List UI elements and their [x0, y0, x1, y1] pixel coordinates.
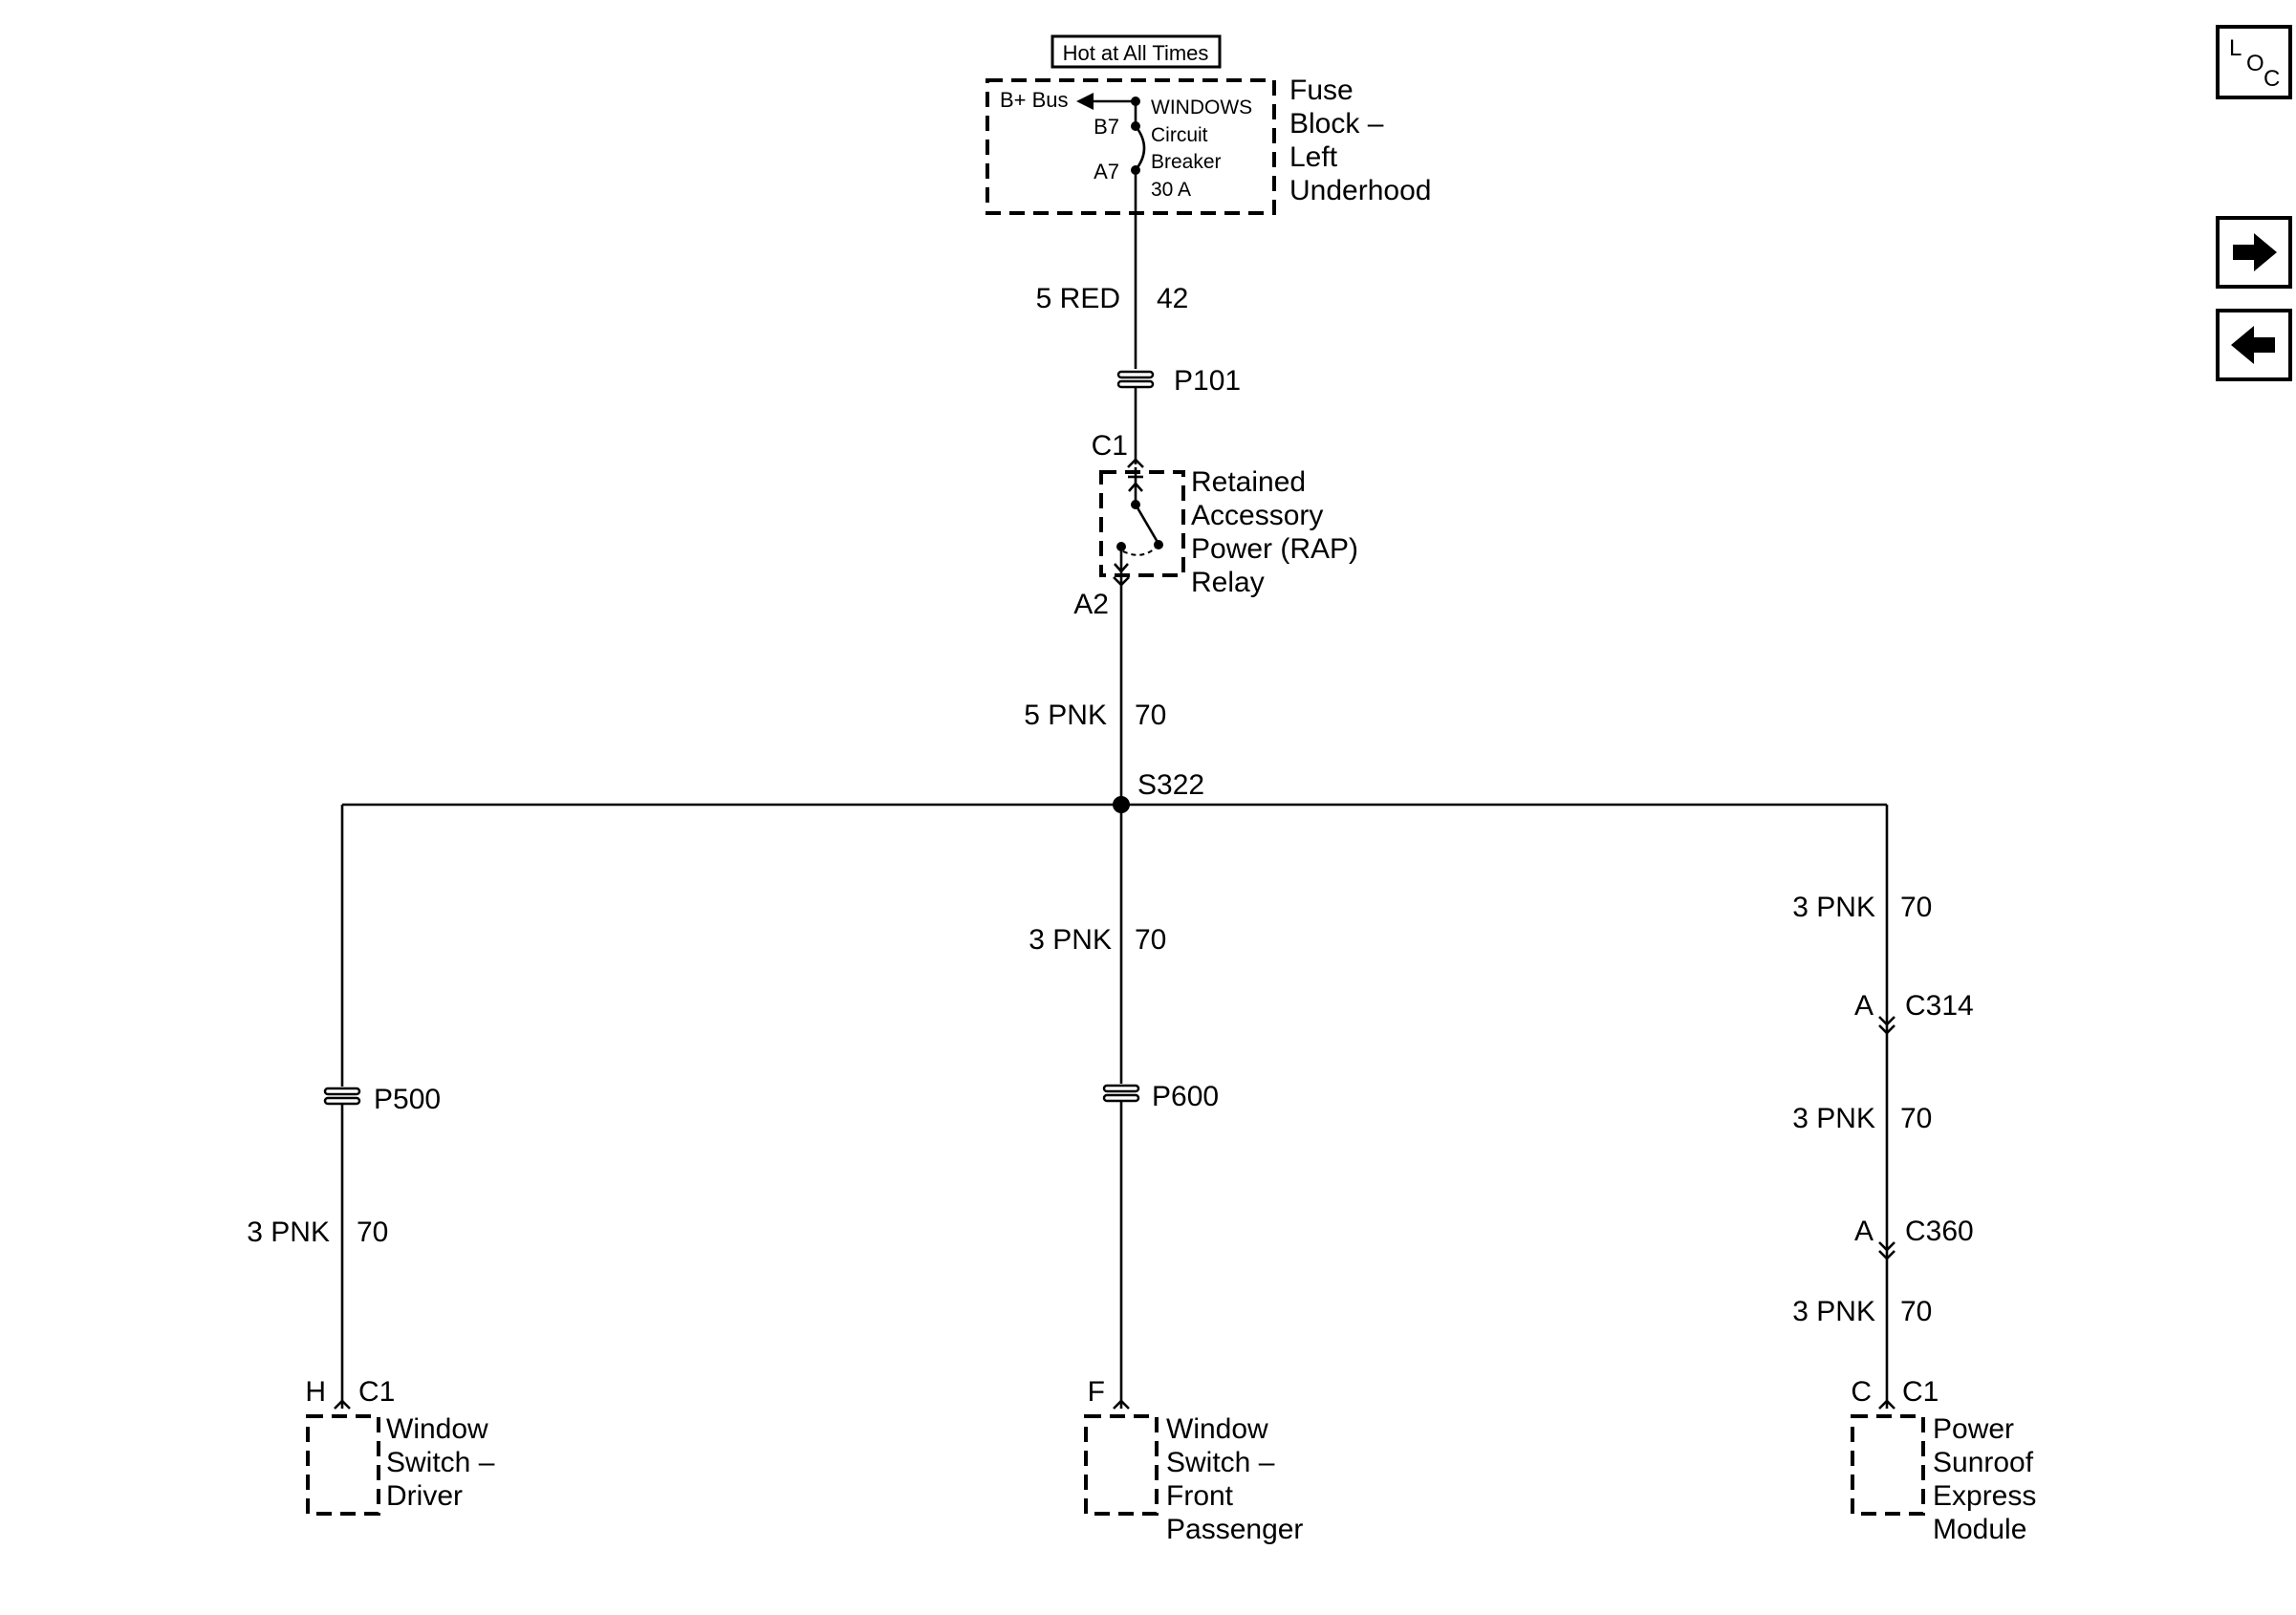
circuit-breaker-icon [1134, 125, 1146, 171]
bplus-bus-label: B+ Bus [1000, 88, 1069, 112]
bplus-arrow-icon [1076, 93, 1094, 110]
p101-label: P101 [1174, 365, 1241, 397]
wire-top-circuit: 42 [1157, 283, 1188, 314]
driver-switch-name-line3: Driver [386, 1480, 463, 1512]
connector-f-icon [1113, 1399, 1130, 1410]
breaker-label-line3: Breaker [1151, 151, 1222, 173]
right-wire2-gauge: 3 PNK [1792, 1103, 1875, 1134]
pin-b7-label: B7 [1094, 115, 1119, 139]
rap-relay-outline [1099, 470, 1185, 577]
rap-name-line2: Accessory [1191, 500, 1323, 531]
splice-label: S322 [1137, 769, 1204, 801]
c314-label: C314 [1905, 990, 1974, 1022]
connector-h-icon [334, 1399, 351, 1410]
pin-a7-label: A7 [1094, 160, 1119, 183]
rap-name-line1: Retained [1191, 466, 1306, 498]
p600-passthrough [1102, 1084, 1140, 1093]
right-wire1-gauge: 3 PNK [1792, 892, 1875, 923]
right-wire3-circuit: 70 [1900, 1296, 1932, 1327]
driver-switch-name-line2: Switch – [386, 1447, 495, 1478]
p500-label: P500 [374, 1084, 441, 1115]
breaker-label-line1: WINDOWS [1151, 97, 1252, 118]
rap-name-line4: Relay [1191, 567, 1265, 598]
connector-c-icon [1878, 1399, 1895, 1410]
connector-c1-icon [1127, 458, 1144, 468]
c360-label: C360 [1905, 1216, 1974, 1247]
sunroof-module-outline [1851, 1414, 1925, 1516]
c360-pin: A [1854, 1216, 1874, 1247]
center-pin-f: F [1088, 1376, 1105, 1408]
breaker-label-line4: 30 A [1151, 179, 1191, 201]
wire-rap-circuit: 70 [1135, 700, 1166, 731]
left-branch: P500 3 PNK 70 H C1 Window Switch – Drive… [247, 805, 495, 1516]
hot-at-all-times-label: Hot at All Times [1051, 34, 1222, 69]
passenger-switch-name-line2: Switch – [1166, 1447, 1275, 1478]
right-branch: 3 PNK 70 A C314 3 PNK 70 A C360 3 PNK 70… [1792, 805, 2036, 1545]
connector-c314-icon [1878, 1016, 1895, 1026]
right-connector-c1: C1 [1902, 1376, 1939, 1408]
rap-name-line3: Power (RAP) [1191, 533, 1358, 565]
fuse-block-name-line3: Left [1289, 141, 1338, 173]
rap-pin-c1: C1 [1092, 430, 1128, 462]
window-switch-passenger-outline [1084, 1414, 1159, 1516]
prev-page-button[interactable] [2216, 309, 2292, 381]
window-switch-driver-outline [306, 1414, 380, 1516]
sunroof-name-line1: Power [1933, 1413, 2014, 1445]
center-wire-gauge: 3 PNK [1029, 924, 1112, 956]
wire-top-gauge: 5 RED [1036, 283, 1120, 314]
breaker-label-line2: Circuit [1151, 124, 1208, 146]
rap-relay: C1 A2 Retained Accessory Power (RAP) Rel… [1073, 430, 1358, 620]
right-pin-c: C [1851, 1376, 1872, 1408]
fuse-block-name-line1: Fuse [1289, 75, 1354, 106]
wire-rap-gauge: 5 PNK [1024, 700, 1107, 731]
loc-letter-l: L [2229, 35, 2242, 61]
fuse-block-outline [986, 78, 1276, 215]
passenger-switch-name-line4: Passenger [1166, 1514, 1303, 1545]
sunroof-name-line2: Sunroof [1933, 1447, 2034, 1478]
driver-switch-name-line1: Window [386, 1413, 488, 1445]
connector-c360-icon [1878, 1241, 1895, 1252]
center-wire-circuit: 70 [1135, 924, 1166, 956]
right-wire1-circuit: 70 [1900, 892, 1932, 923]
sunroof-name-line4: Module [1933, 1514, 2026, 1545]
passenger-switch-name-line3: Front [1166, 1480, 1234, 1512]
arrow-left-icon [2231, 326, 2275, 364]
sunroof-name-line3: Express [1933, 1480, 2036, 1512]
loc-button[interactable]: L O C [2216, 25, 2292, 99]
fuse-block-name-line4: Underhood [1289, 175, 1431, 206]
p600-label: P600 [1152, 1081, 1219, 1112]
hot-label-text: Hot at All Times [1063, 41, 1209, 65]
c314-pin: A [1854, 990, 1874, 1022]
fuse-block: B+ Bus B7 A7 WINDOWS Circuit Breaker 30 … [986, 75, 1431, 215]
left-wire-circuit: 70 [357, 1217, 388, 1248]
rap-pin-a2: A2 [1073, 589, 1109, 620]
p500-passthrough [323, 1087, 361, 1096]
right-wire2-circuit: 70 [1900, 1103, 1932, 1134]
right-wire3-gauge: 3 PNK [1792, 1296, 1875, 1327]
passenger-switch-name-line1: Window [1166, 1413, 1268, 1445]
left-pin-h: H [305, 1376, 326, 1408]
left-connector-c1: C1 [358, 1376, 395, 1408]
left-wire-gauge: 3 PNK [247, 1217, 330, 1248]
next-page-button[interactable] [2216, 216, 2292, 289]
fuse-block-name-line2: Block – [1289, 108, 1384, 140]
arrow-right-icon [2233, 233, 2277, 271]
loc-letter-o: O [2246, 51, 2264, 76]
loc-letter-c: C [2264, 66, 2280, 92]
relay-switch-icon [1134, 504, 1160, 545]
center-branch: 3 PNK 70 P600 F Window Switch – Front Pa… [1029, 805, 1303, 1545]
